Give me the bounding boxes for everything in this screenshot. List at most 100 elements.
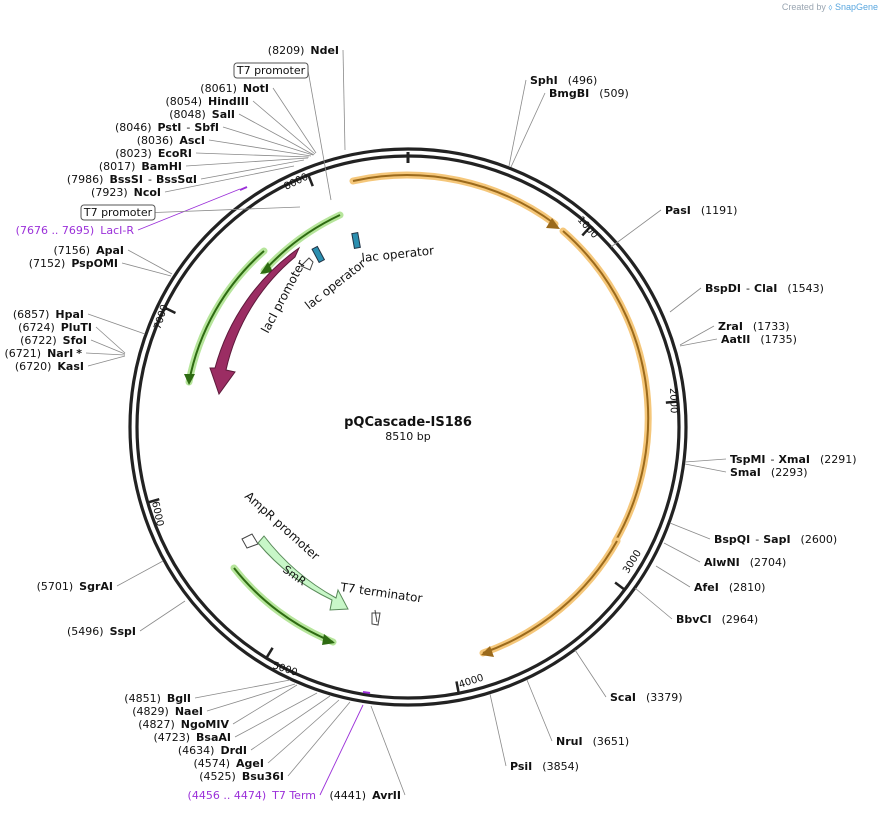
primer-label-LacI-R: (7676 .. 7695)LacI-R — [16, 224, 135, 237]
site-label-BbvCI: BbvCI(2964) — [676, 613, 758, 626]
primer-connector-1 — [319, 704, 364, 796]
site-connector-BglI — [194, 679, 291, 699]
site-connector-SphI — [508, 79, 527, 167]
site-connector-SspI — [139, 600, 186, 632]
site-label-EcoRI: (8023)EcoRI — [115, 147, 192, 160]
site-connector-SalI — [238, 113, 315, 156]
site-connector-AgeI — [267, 699, 340, 764]
lacI-r-primer-mark — [239, 186, 248, 191]
plasmid-length: 8510 bp — [385, 430, 430, 443]
site-label-AlwNI: AlwNI(2704) — [704, 556, 786, 569]
site-label-AgeI: (4574)AgeI — [193, 757, 264, 770]
site-connector-AlwNI — [663, 542, 701, 563]
site-labels: (8209)NdeI(8061)NotI(8054)HindIII(8048)S… — [5, 44, 857, 802]
site-connector-SmaI — [684, 463, 727, 473]
site-connector-NotI — [272, 87, 317, 154]
tick-mark-5000 — [265, 647, 274, 658]
site-label-BmgBI: BmgBI(509) — [549, 87, 629, 100]
tick-label-3000: 3000 — [621, 548, 644, 575]
orf-arrow-green-left — [184, 247, 268, 386]
site-label-AfeI: AfeI(2810) — [694, 581, 765, 594]
orf-arrow-green-upper — [260, 211, 344, 275]
site-connector-AvrII — [370, 705, 406, 796]
site-label-PspOMI: (7152)PspOMI — [29, 257, 118, 270]
primer-label-T7 Term: (4456 .. 4474)T7 Term — [188, 789, 316, 802]
site-label-AscI: (8036)AscI — [137, 134, 205, 147]
site-connector-NdeI — [342, 49, 346, 151]
credit-prefix: Created by — [781, 2, 826, 12]
site-label-PluTI: (6724)PluTI — [18, 321, 92, 334]
t7-terminator-glyph — [371, 609, 381, 626]
tick-mark-3000 — [614, 581, 625, 591]
site-label-ZraI: ZraI(1733) — [718, 320, 790, 333]
tick-label-8000: 8000 — [282, 172, 310, 193]
site-label-SalI: (8048)SalI — [169, 108, 235, 121]
site-label-NarI: (6721)NarI* — [5, 347, 83, 360]
site-connector-PsiI — [489, 693, 507, 767]
site-connector-Bsu36I — [287, 701, 351, 777]
site-label-ApaI: (7156)ApaI — [54, 244, 124, 257]
site-connector-BamHI — [185, 157, 309, 167]
lac-operator-label-2: lac operator — [361, 243, 435, 265]
site-label-BamHI: (8017)BamHI — [99, 160, 182, 173]
site-label-NcoI: (7923)NcoI — [91, 186, 161, 199]
tick-mark-8000 — [307, 175, 314, 187]
site-label-AvrII: (4441)AvrII — [330, 789, 401, 802]
tick-mark-6000 — [148, 497, 160, 504]
site-label-BspDI: BspDI-ClaI(1543) — [705, 282, 824, 295]
snapgene-logo-icon: ⬨ — [828, 2, 833, 12]
ampr-promoter-label: AmpR promoter — [242, 489, 322, 563]
site-connector-PluTI — [95, 326, 126, 354]
site-label-NotI: (8061)NotI — [200, 82, 269, 95]
site-label-TspMI: TspMI-XmaI(2291) — [730, 453, 857, 466]
site-label-BssSI: (7986)BssSI-BssSαI — [67, 173, 197, 186]
site-connector-BspQI — [669, 522, 711, 540]
tick-label-6000: 6000 — [149, 500, 165, 527]
site-label-BglI: (4851)BglI — [124, 692, 191, 705]
site-connector-HindIII — [252, 100, 316, 155]
tick-label-7000: 7000 — [152, 303, 170, 331]
site-label-BsaAI: (4723)BsaAI — [153, 731, 231, 744]
site-label-HpaI: (6857)HpaI — [13, 308, 84, 321]
t7-promoter-label-0: T7 promoter — [236, 64, 306, 77]
site-label-NgoMIV: (4827)NgoMIV — [138, 718, 229, 731]
site-connector-HpaI — [87, 313, 146, 335]
site-connector-PasI — [610, 209, 662, 248]
site-label-DrdI: (4634)DrdI — [178, 744, 247, 757]
tick-mark-1000 — [581, 226, 591, 237]
site-connector-NgoMIV — [232, 684, 298, 725]
t7-promoter-connector-1 — [154, 206, 301, 213]
t7-terminator-label: T7 terminator — [339, 580, 424, 606]
site-connector-NruI — [526, 679, 553, 742]
site-connector-AfeI — [655, 565, 691, 588]
tick-mark-7000 — [165, 307, 177, 315]
tick-label-2000: 2000 — [667, 388, 679, 414]
lacI-promoter-glyph — [300, 257, 314, 271]
backbone-outer-ring — [128, 147, 688, 707]
snapgene-credit: Created by ⬨ SnapGene — [782, 2, 878, 13]
t7-promoter-label-1: T7 promoter — [83, 206, 153, 219]
tick-label-1000: 1000 — [575, 215, 600, 241]
orf-arrow-green-lower — [230, 564, 337, 646]
site-connector-BmgBI — [510, 92, 546, 168]
lac-operator-box-1 — [311, 245, 326, 264]
site-label-Bsu36I: (4525)Bsu36I — [199, 770, 284, 783]
backbone — [128, 147, 688, 707]
site-connector-AatII — [679, 338, 718, 347]
site-connector-BbvCI — [634, 587, 673, 620]
lacI-feature: lacI — [209, 246, 301, 396]
primer-connector-0 — [137, 188, 241, 231]
site-connector-ApaI — [127, 249, 173, 275]
site-connector-TspMI — [684, 458, 727, 463]
site-label-SspI: (5496)SspI — [67, 625, 136, 638]
site-label-PstI: (8046)PstI-SbfI — [115, 121, 219, 134]
site-label-SmaI: SmaI(2293) — [730, 466, 807, 479]
site-label-BspQI: BspQI-SapI(2600) — [714, 533, 837, 546]
site-connector-KasI — [87, 355, 126, 367]
site-label-NdeI: (8209)NdeI — [268, 44, 339, 57]
site-connector-PstI — [222, 126, 314, 156]
tick-mark-2000 — [665, 400, 677, 404]
site-connector-BssSI — [200, 159, 305, 180]
site-label-NruI: NruI(3651) — [556, 735, 629, 748]
